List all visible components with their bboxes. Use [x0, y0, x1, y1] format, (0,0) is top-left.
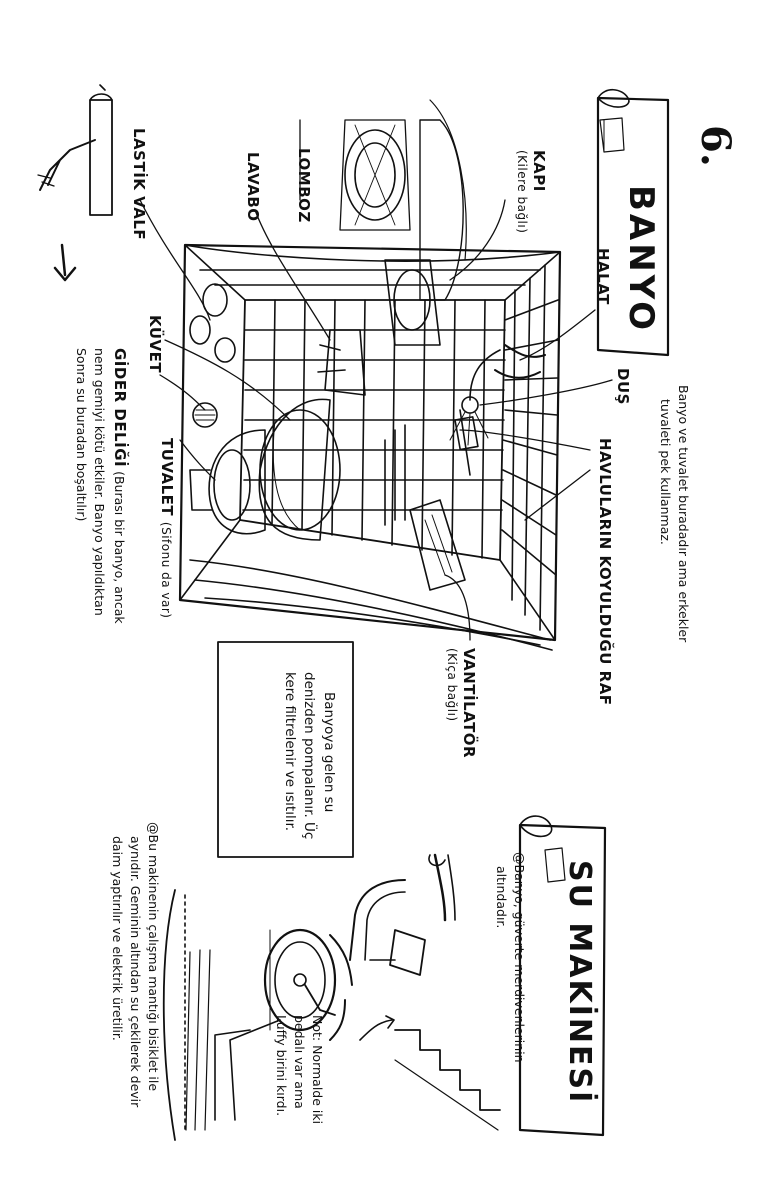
info-box-line-1: Banyoya gelen su — [321, 692, 337, 813]
label-lavabo: LAVABO — [244, 152, 262, 222]
info-box-text: Banyoya gelen su denizden pompalanır. Üç… — [279, 672, 338, 839]
label-kapi-sub: (Kilere bağlı) — [515, 150, 530, 234]
label-halat: HALAT — [594, 248, 612, 305]
down-arrow-icon — [53, 243, 77, 282]
label-vantilator-sub: (Kiça bağlı) — [445, 648, 460, 722]
label-kapi: KAPI (Kilere bağlı) — [514, 150, 548, 233]
page-number: 6. — [692, 125, 739, 167]
machine-side-line-2: pedalı var ama — [291, 1015, 307, 1109]
machine-bottom-line-1: @Bu makinenin çalışma mantığı bisiklet i… — [146, 822, 161, 1092]
su-makinesi-title: SU MAKİNESİ — [562, 860, 597, 1105]
label-gider: GİDER DELİĞİ (Burası bir banyo, ancak ne… — [72, 348, 130, 624]
machine-location-line-1: @Banyo, güverte merdivenlerinin — [512, 852, 527, 1063]
gider-note-line-2: nem gemiyi kötü etkiler. Banyo yapıldıkt… — [92, 348, 108, 616]
pointer-lines — [139, 119, 613, 641]
label-tuvalet: TUVALET (Sifonu da var) — [157, 438, 176, 618]
su-makinesi-scroll-banner — [518, 815, 607, 1137]
gider-note-line-3: Sonra su buradan boşaltılır) — [74, 348, 90, 522]
label-tuvalet-sub: (Sifonu da var) — [159, 521, 173, 619]
label-tuvalet-title: TUVALET — [158, 438, 176, 517]
water-machine-drawing — [162, 853, 501, 1141]
info-box — [217, 641, 354, 858]
banyo-scroll-banner — [596, 88, 670, 357]
machine-bottom-line-2: aynıdır. Geminin altından su çekilerek d… — [127, 836, 143, 1108]
valve-scroll-banner — [37, 84, 113, 216]
machine-location-line-2: altındadır. — [493, 866, 509, 929]
label-gider-title: GİDER DELİĞİ — [111, 348, 129, 468]
info-box-line-3: kere filtrelenir ve ısıtılır. — [281, 672, 298, 832]
label-vantilator-title: VANTİLATÖR — [460, 648, 478, 759]
machine-bottom-note: @Bu makinenin çalışma mantığı bisiklet i… — [108, 822, 162, 1107]
label-havlu-raf: HAVLULARIN KOYULDUĞU RAF — [596, 438, 614, 706]
label-kapi-title: KAPI — [530, 150, 548, 192]
machine-side-line-3: Luffy birini kırdı. — [273, 1015, 289, 1117]
machine-location-note: @Banyo, güverte merdivenlerinin altındad… — [492, 852, 528, 1063]
label-lastik-valf: LASTİK VALF — [130, 128, 148, 241]
banyo-title: BANYO — [621, 185, 661, 333]
banyo-note-line-2: tuvaleti pek kullanmaz. — [657, 399, 673, 545]
banyo-note: Banyo ve tuvalet buradadır ama erkekler … — [656, 385, 692, 642]
label-lomboz: LOMBOZ — [295, 148, 313, 223]
label-dus: DUŞ — [614, 368, 632, 405]
label-vantilator: VANTİLATÖR (Kiça bağlı) — [444, 648, 478, 758]
machine-side-line-1: Not: Normalde iki — [310, 1015, 325, 1125]
machine-side-note: Not: Normalde iki pedalı var ama Luffy b… — [272, 1015, 326, 1124]
gider-note-line-1: (Burası bir banyo, ancak — [112, 471, 127, 624]
bathroom-room-drawing — [178, 99, 562, 651]
machine-bottom-line-3: daim yaptırılır ve elektrik üretilir. — [109, 836, 125, 1041]
banyo-note-line-1: Banyo ve tuvalet buradadır ama erkekler — [676, 385, 691, 643]
label-kuvet: KÜVET — [146, 315, 164, 374]
info-box-line-2: denizden pompalanır. Üç — [301, 672, 318, 840]
